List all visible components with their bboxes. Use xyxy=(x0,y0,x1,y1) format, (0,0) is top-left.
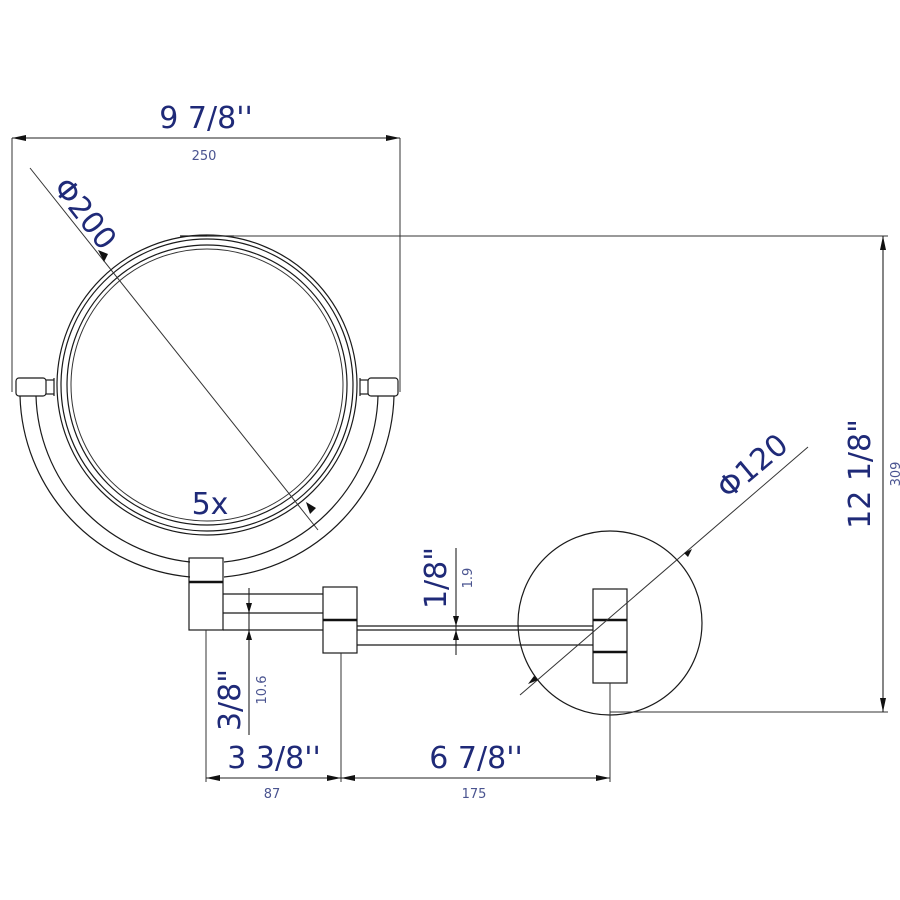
overall-height-imperial: 12 1/8" xyxy=(843,419,878,529)
arm-segment-2-imperial: 6 7/8'' xyxy=(429,741,522,776)
overall-height-metric: 309 xyxy=(889,462,900,487)
overall-width-metric: 250 xyxy=(192,149,217,164)
elbow-joint xyxy=(322,586,358,654)
arm-segment-1-metric: 87 xyxy=(264,787,281,802)
overall-height-dimension: 12 1/8" 309 xyxy=(207,235,900,713)
arm-segment-2 xyxy=(357,625,593,646)
arm-thickness-dimension: 1/8" 1.9 xyxy=(419,547,476,655)
arm-segment-2-metric: 175 xyxy=(462,787,487,802)
magnification-label: 5x xyxy=(192,487,229,522)
arm-segment-1-imperial: 3 3/8'' xyxy=(227,741,320,776)
mirror-head: Φ200 5x xyxy=(15,167,399,578)
wall-base: Φ120 xyxy=(517,427,809,716)
overall-width-dimension: 9 7/8'' 250 xyxy=(11,101,401,392)
arm-spacing-imperial: 3/8" xyxy=(213,669,248,731)
overall-width-imperial: 9 7/8'' xyxy=(159,101,252,136)
swivel-block xyxy=(188,557,224,631)
pivot-knob-left xyxy=(15,377,55,397)
arm-spacing-metric: 10.6 xyxy=(255,676,270,705)
arm-length-dimensions: 3 3/8'' 87 6 7/8'' 175 xyxy=(205,630,611,802)
pivot-knob-right xyxy=(359,377,399,397)
mirror-diameter-label: Φ200 xyxy=(46,171,123,256)
arm-spacing-dimension: 3/8" 10.6 xyxy=(213,588,270,735)
arm-thickness-metric: 1.9 xyxy=(461,568,476,589)
arm-thickness-imperial: 1/8" xyxy=(419,547,454,609)
arm-segment-1 xyxy=(223,593,323,631)
